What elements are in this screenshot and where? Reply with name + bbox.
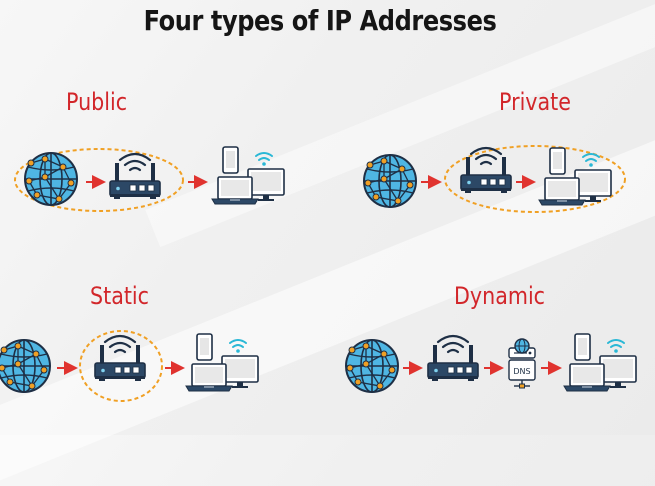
router-icon — [459, 146, 513, 195]
devices-icon — [563, 333, 637, 392]
devices-icon — [185, 333, 259, 392]
dns-server-label: DNS — [513, 367, 530, 376]
dynamic-section: DNS — [345, 333, 637, 393]
globe-icon — [24, 152, 78, 206]
router-icon — [93, 334, 147, 383]
label-public: Public — [66, 88, 128, 116]
private-highlight-ellipse — [444, 145, 626, 213]
page-title: Four types of IP Addresses — [143, 4, 497, 37]
public-highlight-ellipse — [14, 148, 184, 212]
globe-icon — [363, 154, 417, 208]
globe-icon — [345, 339, 399, 393]
router-icon — [108, 152, 162, 201]
private-section — [363, 145, 626, 213]
diagram-canvas: DNS — [0, 145, 637, 402]
globe-icon — [0, 339, 51, 393]
public-section — [14, 146, 285, 212]
static-section — [0, 330, 259, 402]
static-highlight-ellipse — [79, 330, 163, 402]
dns-server-icon — [508, 338, 536, 389]
label-static: Static — [90, 282, 150, 310]
router-icon — [426, 334, 480, 383]
label-dynamic: Dynamic — [454, 282, 546, 310]
devices-icon — [211, 146, 285, 205]
label-private: Private — [499, 88, 571, 116]
